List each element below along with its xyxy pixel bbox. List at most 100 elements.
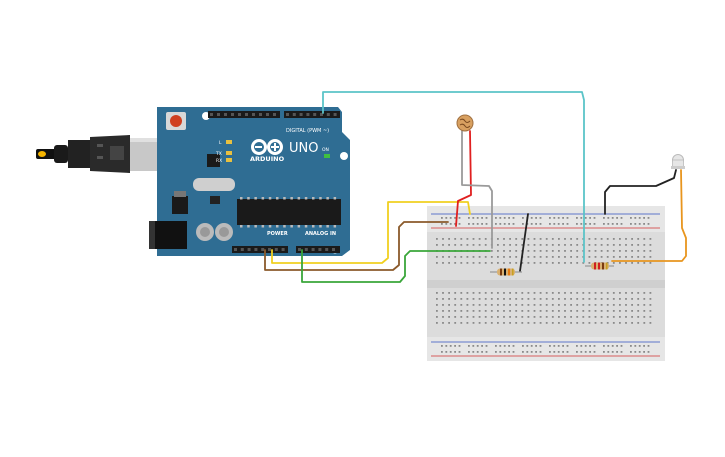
usb-cable-icon[interactable] (36, 135, 164, 173)
breadboard-hole[interactable] (497, 304, 499, 306)
breadboard-hole[interactable] (564, 244, 566, 246)
breadboard-hole[interactable] (503, 256, 505, 258)
breadboard-hole[interactable] (612, 322, 615, 324)
breadboard-hole[interactable] (499, 223, 502, 225)
breadboard-hole[interactable] (584, 217, 587, 219)
breadboard-hole[interactable] (497, 256, 499, 258)
breadboard-hole[interactable] (445, 345, 448, 347)
breadboard-hole[interactable] (454, 298, 457, 300)
breadboard-hole[interactable] (503, 322, 505, 324)
breadboard-hole[interactable] (442, 304, 444, 306)
breadboard-hole[interactable] (515, 304, 518, 306)
header-pin[interactable] (231, 113, 234, 116)
breadboard-hole[interactable] (539, 223, 542, 225)
breadboard-hole[interactable] (612, 262, 615, 264)
breadboard-hole[interactable] (553, 345, 556, 347)
breadboard-hole[interactable] (478, 244, 481, 246)
breadboard-hole[interactable] (509, 304, 511, 306)
breadboard-hole[interactable] (549, 345, 551, 347)
breadboard-hole[interactable] (588, 316, 591, 318)
breadboard-hole[interactable] (576, 256, 579, 258)
breadboard-hole[interactable] (530, 351, 533, 353)
breadboard-hole[interactable] (582, 322, 585, 324)
breadboard-hole[interactable] (484, 322, 487, 324)
breadboard-hole[interactable] (441, 223, 443, 225)
breadboard-hole[interactable] (564, 238, 566, 240)
breadboard-hole[interactable] (490, 262, 493, 264)
breadboard-hole[interactable] (499, 345, 502, 347)
header-pin[interactable] (268, 248, 271, 251)
breadboard-hole[interactable] (508, 223, 510, 225)
breadboard-hole[interactable] (478, 322, 481, 324)
breadboard-hole[interactable] (521, 310, 524, 312)
breadboard-hole[interactable] (634, 223, 637, 225)
breadboard-hole[interactable] (582, 298, 585, 300)
breadboard-hole[interactable] (637, 244, 640, 246)
breadboard-hole[interactable] (490, 304, 493, 306)
breadboard-hole[interactable] (533, 322, 536, 324)
breadboard-hole[interactable] (490, 292, 493, 294)
breadboard-hole[interactable] (539, 238, 542, 240)
breadboard-hole[interactable] (582, 310, 585, 312)
breadboard-hole[interactable] (436, 262, 438, 264)
breadboard-hole[interactable] (638, 217, 641, 219)
header-pin[interactable] (210, 113, 213, 116)
breadboard-hole[interactable] (485, 345, 488, 347)
breadboard-hole[interactable] (564, 322, 566, 324)
breadboard-hole[interactable] (454, 345, 456, 347)
breadboard-hole[interactable] (564, 298, 566, 300)
breadboard-hole[interactable] (625, 316, 627, 318)
breadboard-hole[interactable] (570, 298, 572, 300)
breadboard-hole[interactable] (497, 322, 499, 324)
breadboard-hole[interactable] (539, 298, 542, 300)
breadboard-hole[interactable] (468, 223, 470, 225)
breadboard-hole[interactable] (630, 351, 632, 353)
breadboard-hole[interactable] (558, 238, 560, 240)
breadboard-hole[interactable] (588, 256, 591, 258)
breadboard-hole[interactable] (448, 238, 450, 240)
breadboard-hole[interactable] (535, 223, 537, 225)
breadboard-hole[interactable] (515, 316, 518, 318)
breadboard-hole[interactable] (460, 262, 463, 264)
breadboard-hole[interactable] (436, 322, 438, 324)
breadboard-hole[interactable] (458, 345, 461, 347)
breadboard-hole[interactable] (631, 244, 633, 246)
breadboard-hole[interactable] (522, 217, 524, 219)
breadboard-hole[interactable] (539, 256, 542, 258)
header-pin[interactable] (252, 113, 255, 116)
breadboard-hole[interactable] (466, 262, 469, 264)
breadboard-hole[interactable] (454, 244, 457, 246)
breadboard-hole[interactable] (508, 351, 510, 353)
breadboard-hole[interactable] (643, 244, 646, 246)
breadboard-hole[interactable] (616, 345, 618, 347)
breadboard-hole[interactable] (533, 304, 536, 306)
breadboard-hole[interactable] (594, 238, 597, 240)
breadboard-hole[interactable] (527, 250, 530, 252)
breadboard-hole[interactable] (631, 292, 633, 294)
breadboard-hole[interactable] (619, 316, 621, 318)
breadboard-hole[interactable] (594, 310, 597, 312)
breadboard-hole[interactable] (535, 351, 537, 353)
breadboard-hole[interactable] (553, 223, 556, 225)
breadboard-hole[interactable] (576, 322, 579, 324)
breadboard-hole[interactable] (643, 310, 646, 312)
breadboard-hole[interactable] (454, 304, 457, 306)
breadboard-hole[interactable] (539, 322, 542, 324)
breadboard-hole[interactable] (643, 292, 646, 294)
breadboard-hole[interactable] (527, 322, 530, 324)
breadboard-hole[interactable] (625, 310, 627, 312)
breadboard-hole[interactable] (643, 223, 645, 225)
breadboard-hole[interactable] (466, 238, 469, 240)
breadboard-hole[interactable] (484, 292, 487, 294)
breadboard-hole[interactable] (611, 351, 614, 353)
breadboard-hole[interactable] (566, 345, 569, 347)
breadboard-hole[interactable] (600, 310, 603, 312)
breadboard-hole[interactable] (472, 345, 475, 347)
breadboard-hole[interactable] (478, 292, 481, 294)
breadboard-hole[interactable] (512, 217, 515, 219)
breadboard-hole[interactable] (637, 310, 640, 312)
breadboard-hole[interactable] (497, 292, 499, 294)
breadboard-hole[interactable] (593, 351, 596, 353)
breadboard-hole[interactable] (562, 223, 564, 225)
breadboard-hole[interactable] (600, 322, 603, 324)
